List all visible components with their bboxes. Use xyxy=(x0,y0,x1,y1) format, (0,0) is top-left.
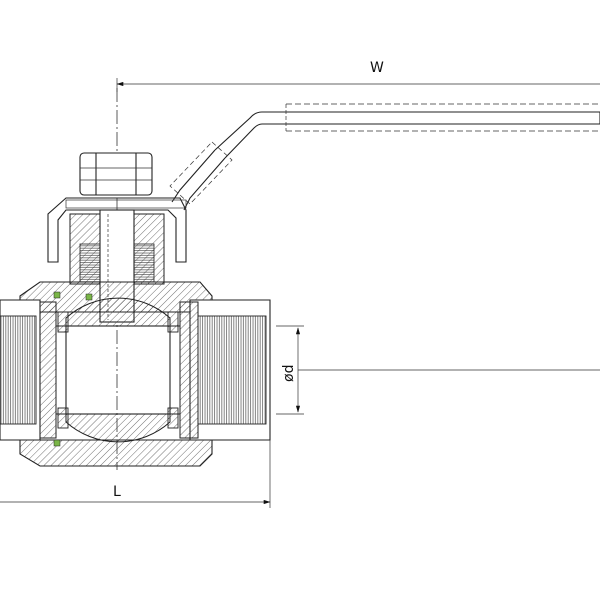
stem-nut xyxy=(79,152,153,196)
handle-lever xyxy=(169,103,600,211)
valve-ball xyxy=(57,297,179,443)
length-dimension: L xyxy=(0,440,271,508)
stem-gland xyxy=(69,209,165,323)
bore-dimension: ød xyxy=(276,325,600,415)
width-dimension: W xyxy=(116,60,600,92)
width-dimension-label: W xyxy=(370,60,384,76)
valve-body xyxy=(0,281,271,467)
bore-dimension-label: ød xyxy=(281,365,297,382)
seals xyxy=(53,291,93,447)
length-dimension-label: L xyxy=(113,484,121,500)
handle-bracket xyxy=(47,197,187,263)
